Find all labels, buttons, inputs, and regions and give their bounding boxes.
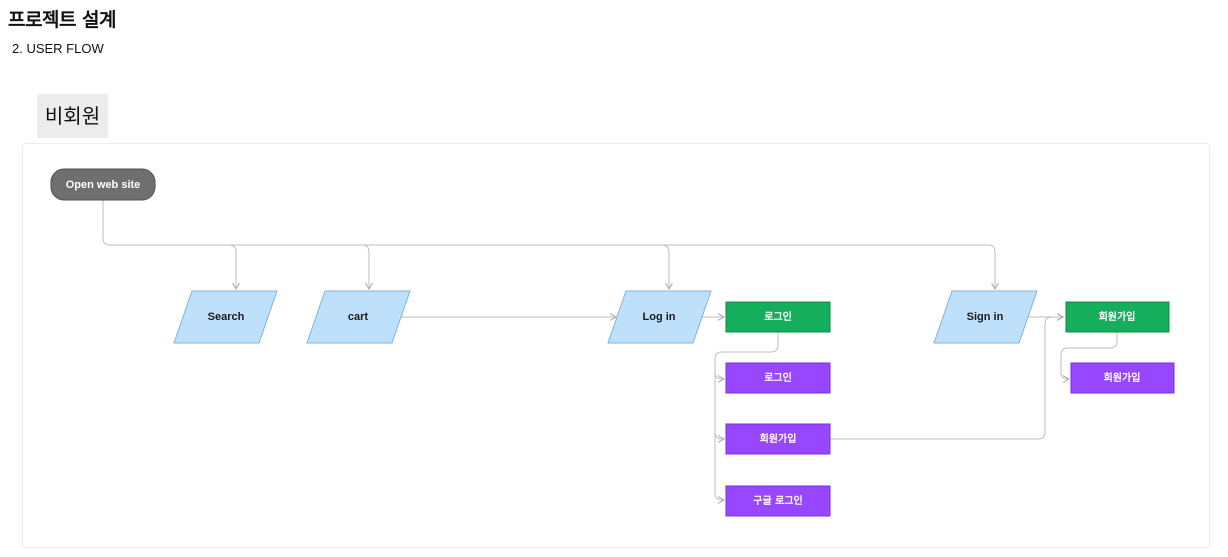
start-node: Open web site (50, 168, 156, 201)
sub-signup-label: 회원가입 (760, 432, 797, 445)
page-subtitle: 2. USER FLOW (12, 41, 104, 56)
io-login: Log in (607, 290, 712, 344)
connector-start-trunk (102, 199, 995, 289)
io-signin: Sign in (933, 290, 1038, 344)
connector-branch-login (714, 371, 724, 379)
action-signup: 회원가입 (1065, 301, 1170, 333)
connector-to-cart (361, 244, 369, 289)
sub-signup-result: 회원가입 (1070, 362, 1175, 394)
io-signin-label: Sign in (967, 311, 1004, 323)
connector-action-branch (714, 332, 779, 500)
action-login: 로그인 (725, 301, 831, 333)
io-cart: cart (306, 290, 411, 344)
action-login-label: 로그인 (764, 310, 792, 323)
diagram-canvas (22, 143, 1210, 548)
sub-login: 로그인 (725, 362, 831, 394)
action-signup-label: 회원가입 (1099, 310, 1136, 323)
connector-branch-signup (714, 431, 724, 439)
sub-login-label: 로그인 (764, 371, 792, 384)
sub-google-login: 구글 로그인 (725, 485, 831, 517)
sub-google-login-label: 구글 로그인 (753, 494, 802, 507)
io-login-label: Log in (643, 311, 676, 323)
io-search: Search (173, 290, 278, 344)
io-search-label: Search (208, 311, 245, 323)
io-cart-label: cart (348, 311, 369, 323)
start-node-label: Open web site (66, 179, 141, 191)
section-label: 비회원 (37, 94, 108, 138)
sub-signup: 회원가입 (725, 423, 831, 455)
connector-to-login (661, 244, 669, 289)
connector-signup-result (1060, 332, 1118, 379)
sub-signup-result-label: 회원가입 (1104, 371, 1141, 384)
connector-to-search (228, 244, 236, 289)
page-title: 프로젝트 설계 (8, 9, 117, 31)
